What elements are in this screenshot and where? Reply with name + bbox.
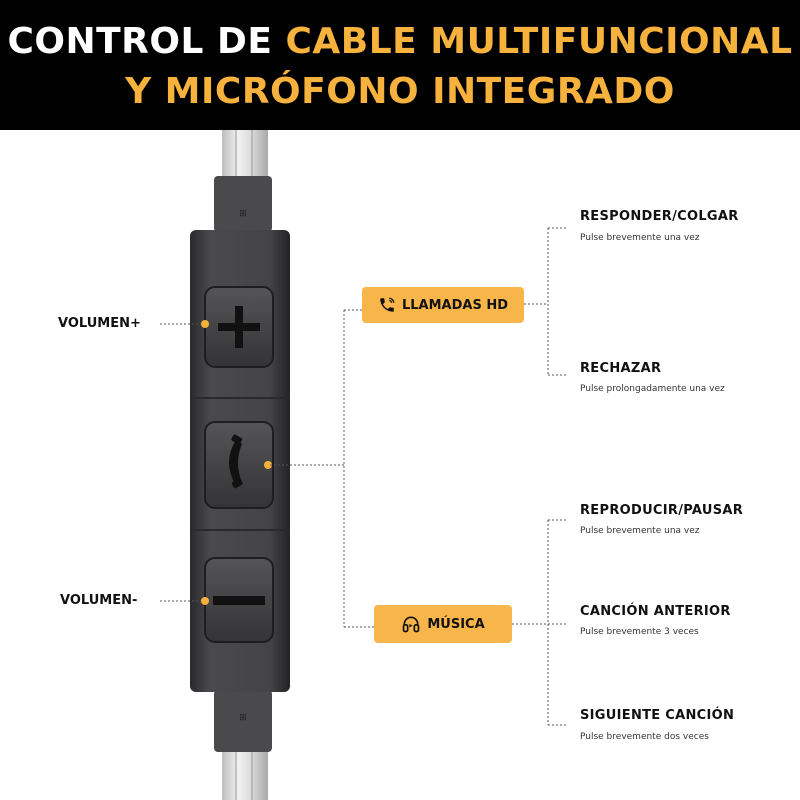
title-line-2: Y MICRÓFONO INTEGRADO [125, 71, 675, 112]
function-answer-hangup: RESPONDER/COLGAR [580, 209, 739, 224]
connector-top [214, 176, 272, 232]
minus-icon [213, 596, 265, 605]
volume-down-label: VOLUMEN- [60, 593, 138, 608]
function-reject-detail: Pulse prolongadamente una vez [580, 384, 725, 394]
plus-icon-v [235, 306, 243, 348]
call-button [204, 421, 274, 509]
svg-text:⊞: ⊞ [239, 713, 247, 723]
title-part-gold: CABLE MULTIFUNCIONAL [285, 21, 793, 62]
headphone-icon [403, 616, 420, 633]
header-banner: CONTROL DE CABLE MULTIFUNCIONAL Y MICRÓF… [0, 0, 800, 130]
function-previous-track: CANCIÓN ANTERIOR [580, 604, 731, 619]
svg-text:⊞: ⊞ [239, 209, 247, 219]
remote-illustration: ⊞ ⊞ [160, 130, 566, 800]
function-previous-track-detail: Pulse brevemente 3 veces [580, 627, 699, 637]
function-reject: RECHAZAR [580, 361, 662, 376]
music-category-badge: MÚSICA [374, 605, 512, 643]
calls-category-badge: LLAMADAS HD [362, 287, 524, 323]
calls-category-label: LLAMADAS HD [401, 297, 509, 313]
function-play-pause-detail: Pulse brevemente una vez [580, 526, 700, 536]
volume-up-label: VOLUMEN+ [58, 316, 141, 331]
function-next-track: SIGUIENTE CANCIÓN [580, 708, 735, 723]
connector-bottom [214, 690, 272, 752]
title-part-white: CONTROL DE [7, 21, 286, 62]
remote-diagram: ⊞ ⊞ [0, 130, 800, 800]
call-button-icon [229, 440, 242, 486]
music-category-label: MÚSICA [427, 616, 485, 632]
function-answer-hangup-detail: Pulse brevemente una vez [580, 233, 700, 243]
title-line-1: CONTROL DE CABLE MULTIFUNCIONAL [0, 16, 800, 68]
phone-icon [380, 297, 395, 312]
function-play-pause: REPRODUCIR/PAUSAR [580, 503, 744, 518]
function-next-track-detail: Pulse brevemente dos veces [580, 732, 709, 742]
